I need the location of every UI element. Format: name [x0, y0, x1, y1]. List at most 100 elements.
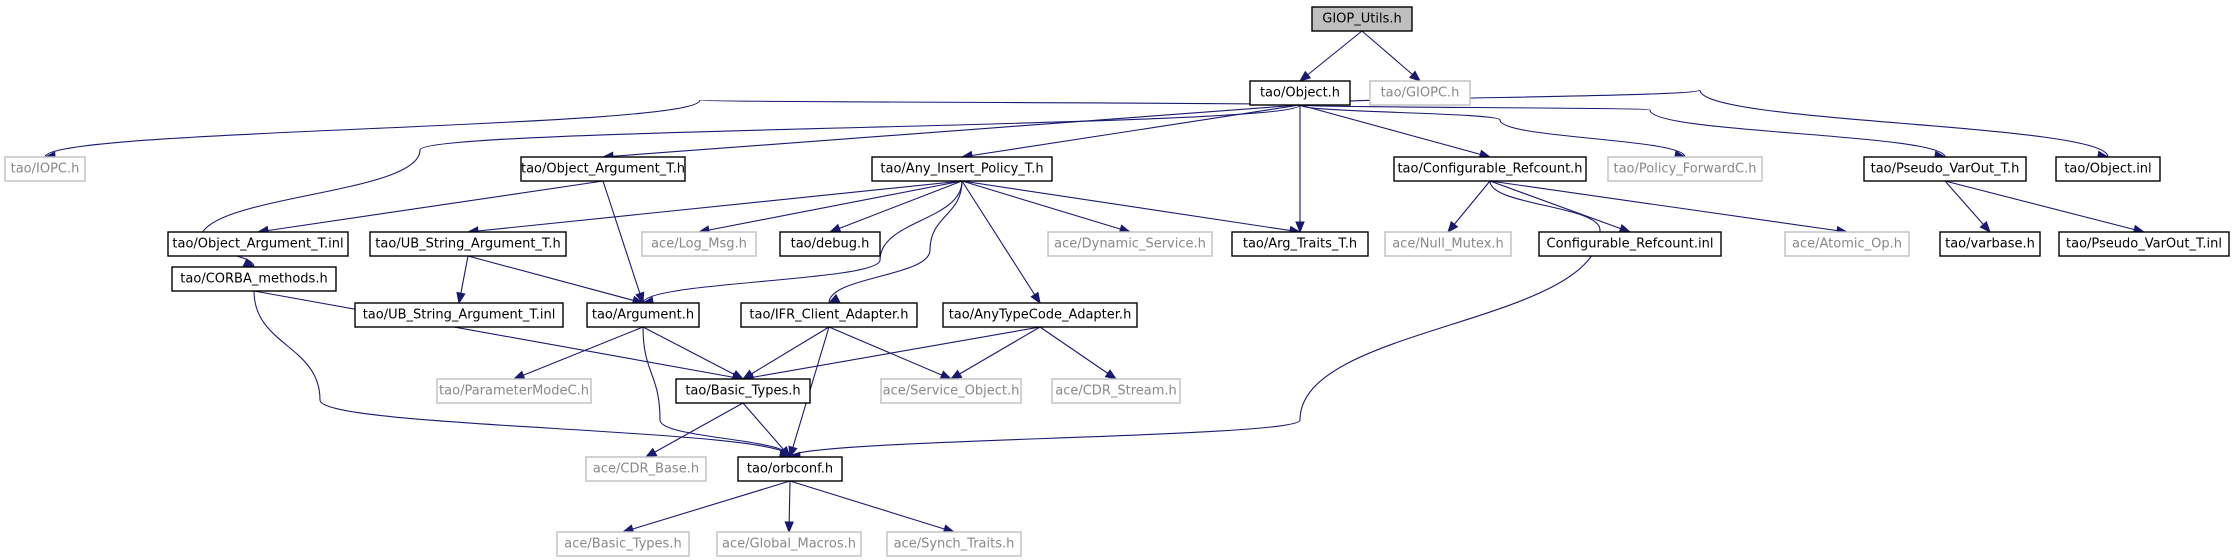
node-label: tao/Object.h: [1260, 86, 1340, 101]
node-anytypecode-adapter-h[interactable]: tao/AnyTypeCode_Adapter.h: [942, 302, 1138, 328]
node-pseudo-varout-t-h[interactable]: tao/Pseudo_VarOut_T.h: [1863, 156, 2027, 182]
arrowhead: [1618, 223, 1632, 233]
node-label: tao/IOPC.h: [11, 162, 80, 177]
node-policy-forwardc-h[interactable]: tao/Policy_ForwardC.h: [1607, 156, 1763, 182]
node-argument-h[interactable]: tao/Argument.h: [586, 302, 700, 328]
node-label: ace/Synch_Traits.h: [894, 537, 1015, 552]
node-box: [1249, 80, 1351, 106]
node-giopc-h[interactable]: tao/GIOPC.h: [1369, 80, 1471, 106]
edge-argument-h-to-orbconf-h: [642, 326, 791, 458]
node-box: [4, 156, 86, 182]
node-label: ace/Global_Macros.h: [722, 537, 856, 552]
node-box: [1047, 231, 1213, 257]
node-any-insert-policy-t-h[interactable]: tao/Any_Insert_Policy_T.h: [871, 156, 1053, 182]
node-label: GIOP_Utils.h: [1322, 12, 1401, 27]
node-object-argument-t-inl[interactable]: tao/Object_Argument_T.inl: [167, 231, 349, 257]
node-label: tao/IFR_Client_Adapter.h: [749, 308, 908, 323]
node-cdr-stream-h[interactable]: ace/CDR_Stream.h: [1051, 378, 1181, 404]
node-varbase-h[interactable]: tao/varbase.h: [1939, 231, 2041, 257]
node-label: ace/Service_Object.h: [883, 384, 1020, 399]
edge-any-insert-policy-t-h-to-ub-string-argument-t-h: [467, 180, 963, 233]
node-box: [1051, 378, 1181, 404]
node-box: [1939, 231, 2041, 257]
node-cdr-base-h[interactable]: ace/CDR_Base.h: [585, 456, 707, 482]
node-basic-types-h-ace[interactable]: ace/Basic_Types.h: [556, 531, 690, 557]
node-box: [1369, 80, 1471, 106]
node-box: [1784, 231, 1910, 257]
node-object-inl[interactable]: tao/Object.inl: [2055, 156, 2161, 182]
edge-orbconf-h-to-basic-types-h-ace: [622, 480, 791, 533]
node-pseudo-varout-t-inl[interactable]: tao/Pseudo_VarOut_T.inl: [2058, 231, 2230, 257]
edge-object-h-to-pseudo-varout-t-h: [1299, 104, 1946, 158]
node-box: [1311, 6, 1413, 32]
node-arg-traits-t-h[interactable]: tao/Arg_Traits_T.h: [1231, 231, 1369, 257]
node-ub-string-argument-t-inl[interactable]: tao/UB_String_Argument_T.inl: [354, 302, 564, 328]
node-label: Configurable_Refcount.inl: [1547, 237, 1714, 252]
edge-corba-methods-h-to-orbconf-h: [253, 290, 791, 458]
arrowhead: [1979, 220, 1991, 234]
node-dynamic-service-h[interactable]: ace/Dynamic_Service.h: [1047, 231, 1213, 257]
node-label: tao/UB_String_Argument_T.h: [375, 237, 560, 252]
edge-object-h-to-any-insert-policy-t-h: [961, 104, 1301, 158]
node-parametermodec-h[interactable]: tao/ParameterModeC.h: [436, 378, 592, 404]
node-box: [2058, 231, 2230, 257]
edge-basic-types-h-tao-to-orbconf-h: [742, 402, 791, 458]
node-label: tao/Pseudo_VarOut_T.h: [1871, 162, 2020, 177]
arrowhead: [731, 369, 745, 380]
node-box: [556, 531, 690, 557]
node-box: [585, 456, 707, 482]
node-null-mutex-h[interactable]: ace/Null_Mutex.h: [1384, 231, 1512, 257]
node-box: [641, 231, 757, 257]
node-corba-methods-h[interactable]: tao/CORBA_methods.h: [171, 266, 337, 292]
node-configurable-refcount-inl[interactable]: Configurable_Refcount.inl: [1538, 231, 1722, 257]
edge-ub-string-argument-t-h-to-argument-h: [467, 255, 644, 304]
node-orbconf-h[interactable]: tao/orbconf.h: [737, 456, 843, 482]
edge-layer: [43, 30, 2146, 534]
arrowhead: [788, 445, 798, 459]
node-giop-utils[interactable]: GIOP_Utils.h: [1311, 6, 1413, 32]
edge-anytypecode-adapter-h-to-cdr-stream-h: [1039, 326, 1117, 380]
node-label: tao/CORBA_methods.h: [180, 272, 327, 287]
edge-object-argument-t-h-to-argument-h: [602, 180, 644, 304]
node-label: tao/ParameterModeC.h: [439, 384, 589, 399]
edge-ifr-client-adapter-h-to-basic-types-h-tao: [742, 326, 830, 380]
node-object-h[interactable]: tao/Object.h: [1249, 80, 1351, 106]
node-label: tao/Any_Insert_Policy_T.h: [880, 162, 1043, 177]
node-label: tao/UB_String_Argument_T.inl: [363, 308, 556, 323]
edge-object-h-to-policy-forwardc-h: [1299, 104, 1686, 158]
arrowhead: [1447, 220, 1459, 234]
edge-any-insert-policy-t-h-to-log-msg-h: [698, 180, 963, 233]
node-box: [1607, 156, 1763, 182]
edge-pseudo-varout-t-h-to-varbase-h: [1944, 180, 1991, 233]
node-debug-h[interactable]: tao/debug.h: [779, 231, 881, 257]
node-box: [1393, 156, 1587, 182]
node-ub-string-argument-t-h[interactable]: tao/UB_String_Argument_T.h: [369, 231, 567, 257]
node-object-argument-t-h[interactable]: tao/Object_Argument_T.h: [520, 156, 686, 182]
arrowhead: [512, 370, 526, 380]
node-iopc-h[interactable]: tao/IOPC.h: [4, 156, 86, 182]
node-service-object-h[interactable]: ace/Service_Object.h: [880, 378, 1022, 404]
node-label: ace/Dynamic_Service.h: [1054, 237, 1206, 252]
node-box: [1863, 156, 2027, 182]
edge-any-insert-policy-t-h-to-argument-h: [642, 180, 963, 304]
edge-object-h-to-configurable-refcount-h: [1299, 104, 1491, 158]
node-box: [586, 302, 700, 328]
node-synch-traits-h[interactable]: ace/Synch_Traits.h: [886, 531, 1022, 557]
arrowhead: [1030, 291, 1041, 305]
edge-basic-types-h-tao-to-cdr-base-h: [645, 402, 744, 458]
edge-anytypecode-adapter-h-to-service-object-h: [950, 326, 1041, 380]
arrowhead: [1104, 369, 1118, 380]
edge-configurable-refcount-h-to-configurable-refcount-inl: [1489, 180, 1631, 233]
node-box: [779, 231, 881, 257]
node-box: [1538, 231, 1722, 257]
node-atomic-op-h[interactable]: ace/Atomic_Op.h: [1784, 231, 1910, 257]
node-configurable-refcount-h[interactable]: tao/Configurable_Refcount.h: [1393, 156, 1587, 182]
node-label: tao/Argument.h: [592, 308, 694, 323]
node-ifr-client-adapter-h[interactable]: tao/IFR_Client_Adapter.h: [740, 302, 918, 328]
node-basic-types-h-tao[interactable]: tao/Basic_Types.h: [675, 378, 811, 404]
node-global-macros-h[interactable]: ace/Global_Macros.h: [716, 531, 862, 557]
node-log-msg-h[interactable]: ace/Log_Msg.h: [641, 231, 757, 257]
node-box: [171, 266, 337, 292]
edge-configurable-refcount-h-to-null-mutex-h: [1447, 180, 1491, 233]
